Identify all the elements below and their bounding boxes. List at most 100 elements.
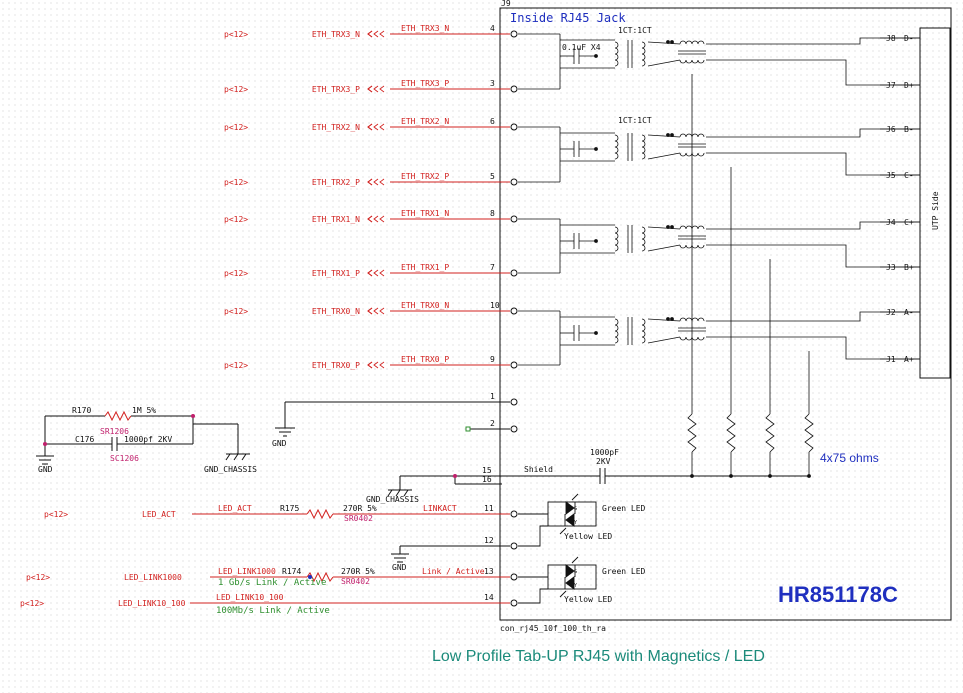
magnetics-channel-4	[518, 310, 920, 478]
linkact-label: LINKACT	[423, 504, 457, 513]
pin-number: 3	[490, 79, 495, 88]
port-id: J3	[886, 263, 896, 272]
net-port-label: ETH_TRX0_P	[312, 361, 360, 370]
offpage-arrow	[373, 361, 379, 369]
port-j8: J8 D-	[880, 34, 920, 43]
ct-label-mid: 1CT:1CT	[618, 116, 652, 125]
pin-terminal[interactable]	[510, 123, 518, 131]
yellow-led-label: Yellow LED	[564, 532, 612, 541]
led-link1000-row	[190, 571, 510, 604]
offpage-arrow	[379, 123, 385, 131]
port-id: J8	[886, 34, 896, 43]
net-wire-label: ETH_TRX2_P	[401, 172, 449, 181]
100mb-link-desc: 100Mb/s Link / Active	[216, 606, 330, 616]
led-act-row	[192, 508, 518, 563]
led-act-wire-label: LED_ACT	[218, 504, 252, 513]
r170-c176-network	[36, 410, 250, 465]
utp-side-block	[919, 27, 951, 379]
port-name: B-	[904, 125, 914, 134]
pin-terminal[interactable]	[510, 215, 518, 223]
connector-ref: J9	[501, 0, 511, 8]
pin-16-number: 16	[482, 475, 492, 484]
net-port-label: ETH_TRX1_P	[312, 269, 360, 278]
impedance-label: 4x75 ohms	[820, 451, 879, 465]
connector-title: Inside RJ45 Jack	[510, 11, 626, 25]
green-led-label: Green LED	[602, 567, 646, 576]
port-name: A+	[904, 355, 914, 364]
pin-terminal[interactable]	[510, 269, 518, 277]
yellow-led-label: Yellow LED	[564, 595, 612, 604]
gnd-label-pin12: GND	[392, 563, 407, 572]
net-wire-label: ETH_TRX3_N	[401, 24, 449, 33]
page-ref: p<12>	[224, 30, 248, 39]
net-wire-label: ETH_TRX2_N	[401, 117, 449, 126]
r170-value: 1M 5%	[132, 406, 156, 415]
gnd-chassis-label-left: GND_CHASSIS	[204, 465, 257, 474]
pin-15-number: 15	[482, 466, 492, 475]
diagram-caption: Low Profile Tab-UP RJ45 with Magnetics /…	[432, 648, 765, 665]
magnetics-channel-2	[518, 126, 920, 478]
port-j1: J1 A+	[880, 355, 920, 364]
port-j3: J3 B+	[880, 263, 920, 272]
pin-number: 6	[490, 117, 495, 126]
net-port-label: ETH_TRX0_N	[312, 307, 360, 316]
led-link10-100-page-ref: p<12>	[20, 599, 44, 608]
ct-label-top: 1CT:1CT	[618, 26, 652, 35]
offpage-arrow	[367, 361, 373, 369]
net-row-eth-trx2-n: p<12> ETH_TRX2_N ETH_TRX2_N 6	[224, 117, 518, 132]
pin-terminal[interactable]	[510, 178, 518, 186]
offpage-arrow	[373, 269, 379, 277]
pin-11-number: 11	[484, 504, 494, 513]
led-link1000-page-ref: p<12>	[26, 573, 50, 582]
port-id: J2	[886, 308, 896, 317]
offpage-arrow	[379, 307, 385, 315]
pin-terminal[interactable]	[510, 85, 518, 93]
net-port-label: ETH_TRX3_N	[312, 30, 360, 39]
pin-1-number: 1	[490, 392, 495, 401]
port-id: J1	[886, 355, 896, 364]
net-port-label: ETH_TRX2_P	[312, 178, 360, 187]
connector-body	[499, 7, 952, 621]
page-ref: p<12>	[224, 123, 248, 132]
pin-number: 9	[490, 355, 495, 364]
pin-13-number: 13	[484, 567, 494, 576]
led-link1000-net: LED_LINK1000	[124, 573, 182, 582]
offpage-arrow	[373, 123, 379, 131]
r175-value: 270R 5%	[343, 504, 377, 513]
offpage-arrow	[379, 30, 385, 38]
page-ref: p<12>	[224, 178, 248, 187]
pin-terminal[interactable]	[510, 307, 518, 315]
pin-terminal[interactable]	[510, 30, 518, 38]
offpage-arrow	[373, 85, 379, 93]
yellow-led-mark: Y	[574, 583, 577, 589]
r170-package: SR1206	[100, 427, 129, 436]
port-id: J4	[886, 218, 896, 227]
shield-network	[387, 468, 808, 497]
shield-cap-value: 1000pF	[590, 448, 619, 457]
led-act-net: LED_ACT	[142, 510, 176, 519]
c176-ref: C176	[75, 435, 94, 444]
net-wire-label: ETH_TRX1_P	[401, 263, 449, 272]
offpage-arrow	[379, 85, 385, 93]
pin-number: 7	[490, 263, 495, 272]
pin-number: 10	[490, 301, 500, 310]
port-name: D-	[904, 34, 914, 43]
c176-value: 1000pf 2KV	[124, 435, 172, 444]
offpage-arrow	[367, 215, 373, 223]
pin-terminal[interactable]	[510, 361, 518, 369]
net-wire-label: ETH_TRX0_N	[401, 301, 449, 310]
gnd-label-left: GND	[38, 465, 53, 474]
led-link10-100-wire-label: LED_LINK10_100	[216, 593, 284, 602]
port-id: J5	[886, 171, 896, 180]
net-port-label: ETH_TRX2_N	[312, 123, 360, 132]
port-name: B+	[904, 263, 914, 272]
